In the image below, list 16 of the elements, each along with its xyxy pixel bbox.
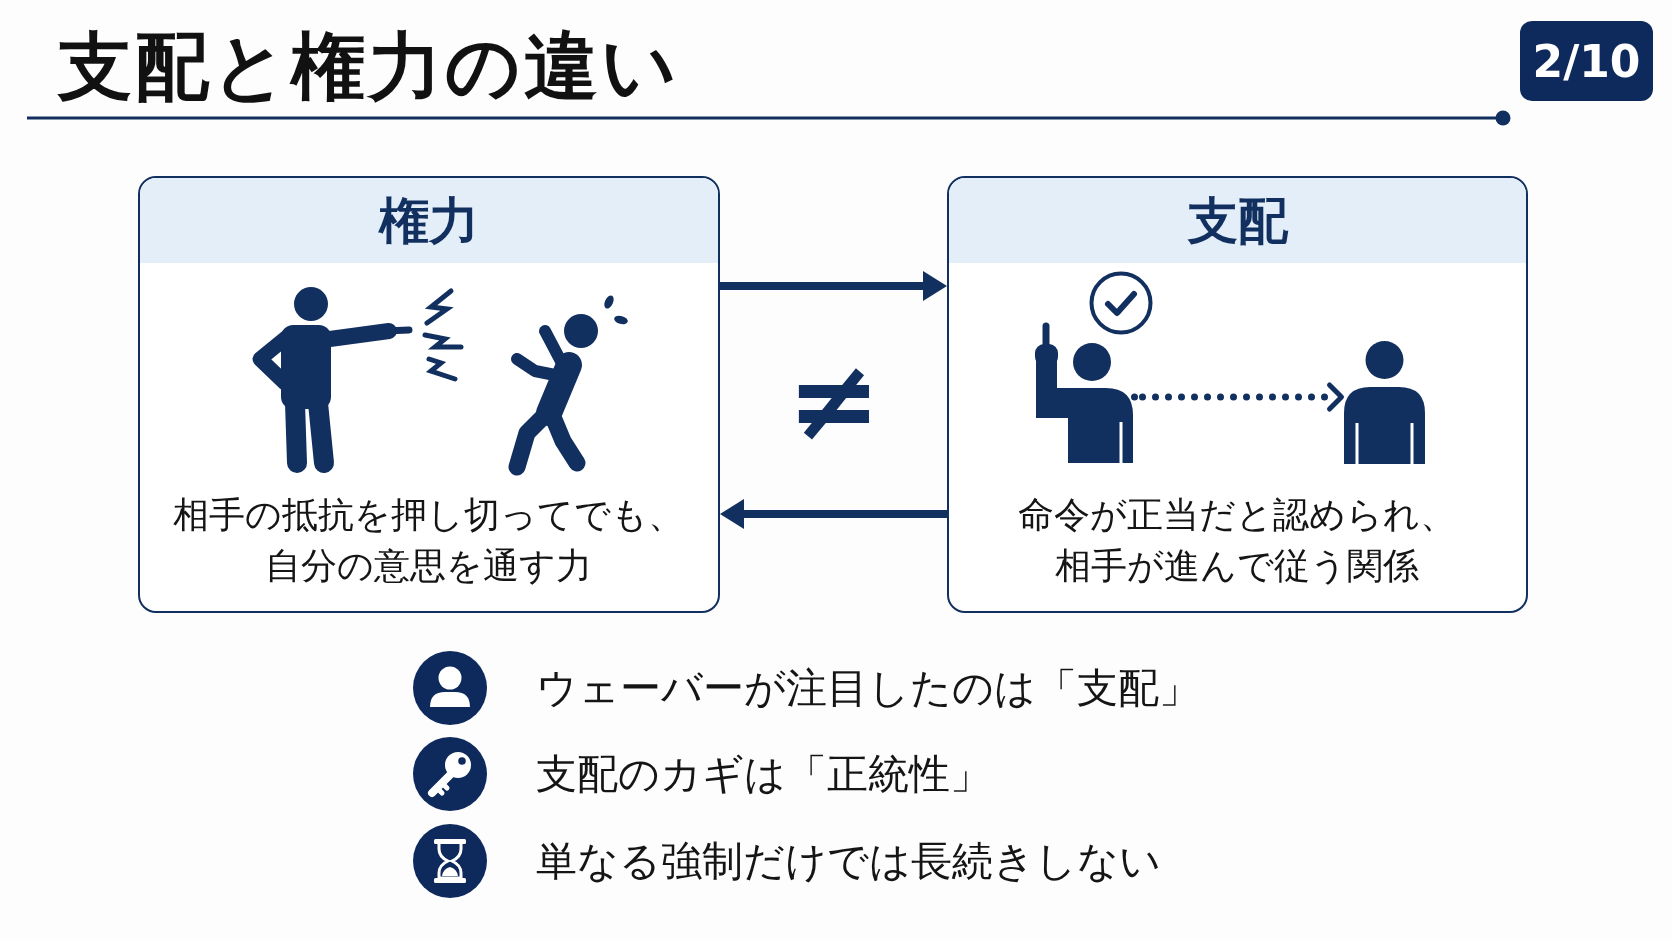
bullet-text: 支配のカギは「正統性」 [536,749,991,800]
info-panel [947,176,1528,613]
panel-heading: 権力 [379,190,479,251]
dotted-arrow [1131,382,1347,412]
not-equal-sign: ≠ [787,352,881,448]
panel-description: 命令が正当だと認められ、相手が進んで従う関係 [1017,493,1457,588]
bullet-text: 単なる強制だけでは長続きしない [536,836,1161,887]
info-panel [138,176,720,613]
panel-heading: 支配 [1187,190,1288,251]
standing-person-figure [1343,340,1425,466]
arrow [720,271,947,301]
bullet-text: ウェーバーが注目したのは「支配」 [536,663,1200,714]
panel-description: 相手の抵抗を押し切ってでも、自分の意思を通す力 [172,493,685,588]
page-title: 支配と権力の違い [58,22,680,111]
page-number-badge: 2/10 [1520,21,1653,101]
arrow [720,499,947,529]
